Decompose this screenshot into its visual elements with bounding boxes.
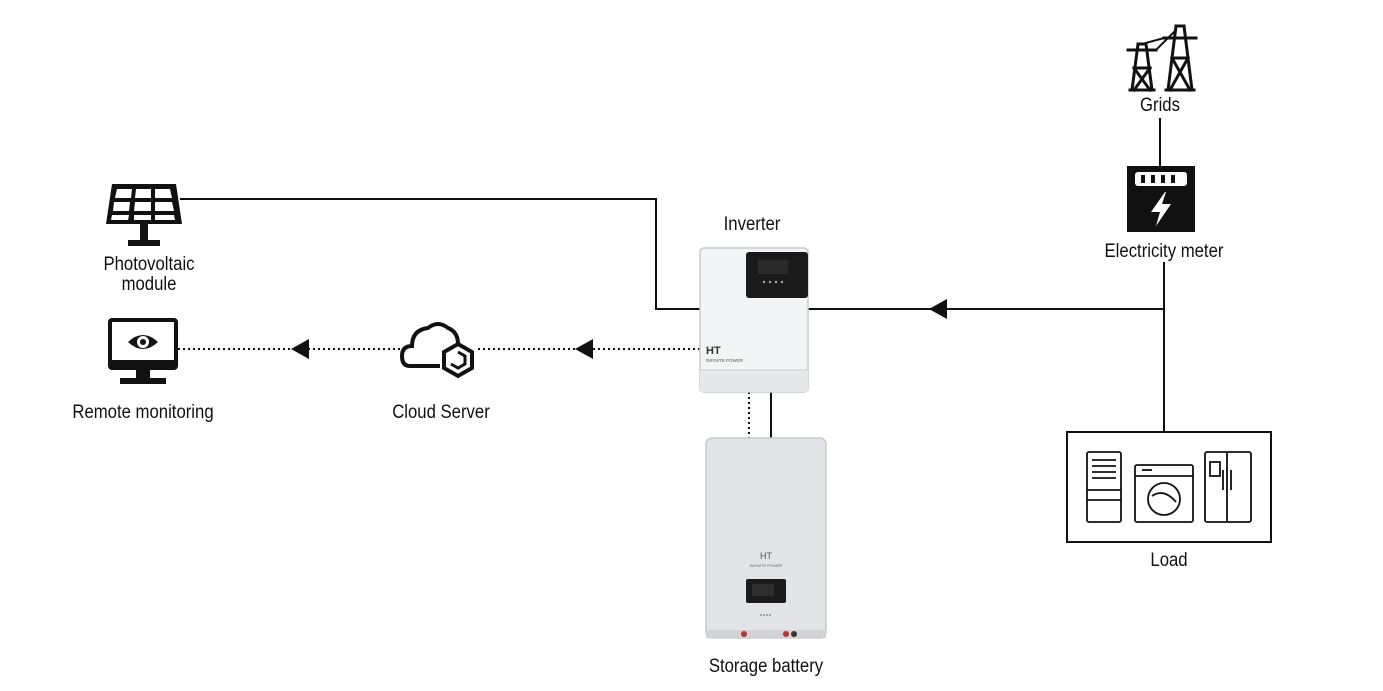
connection-lines — [180, 118, 1165, 438]
appliances-icon — [1086, 451, 1252, 523]
inverter-brand: HT — [706, 345, 721, 357]
grid-label: Grids — [1140, 95, 1180, 116]
solar-panel-icon — [106, 184, 182, 246]
inverter-label: Inverter — [723, 214, 781, 235]
pv-to-inverter-line — [180, 198, 700, 310]
grid-to-inverter-arrow — [929, 299, 947, 319]
load-box — [1066, 431, 1272, 543]
electricity-meter-icon — [1127, 166, 1195, 232]
battery-brand: HT — [760, 551, 772, 561]
inverter-subbrand: INFINITE POWER — [706, 358, 744, 363]
power-tower-icon — [1126, 24, 1198, 93]
data-to-monitor-arrow — [291, 339, 309, 359]
cloud-label: Cloud Server — [392, 402, 490, 423]
load-label: Load — [1150, 550, 1188, 571]
data-to-cloud-arrow — [575, 339, 593, 359]
pv-label-line1: Photovoltaic — [103, 254, 195, 275]
storage-battery-device: HT INFINITE POWER — [705, 437, 827, 639]
monitor-label: Remote monitoring — [72, 402, 214, 423]
cloud-server-icon — [399, 322, 474, 379]
monitor-eye-icon — [108, 318, 178, 384]
pv-label-line2: module — [121, 274, 177, 295]
inverter-device: HT INFINITE POWER — [699, 247, 809, 393]
battery-subbrand: INFINITE POWER — [750, 563, 783, 568]
inverter-display — [746, 252, 808, 298]
battery-label: Storage battery — [708, 656, 824, 677]
meter-label: Electricity meter — [1104, 241, 1224, 262]
